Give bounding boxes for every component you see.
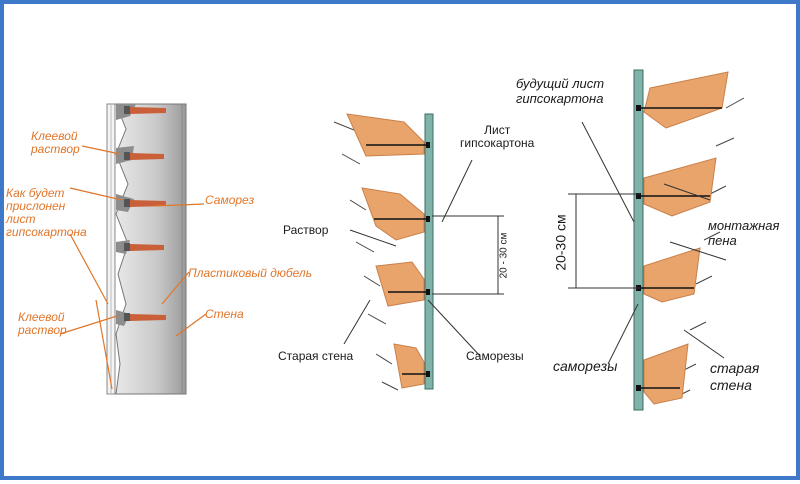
leader-lines-2 [343,159,481,357]
diagram-3-drawing [568,69,745,411]
foam-blob [643,71,729,129]
gypsum-board-3 [633,69,644,411]
label-sheet: Лист гипсокартона [460,123,535,150]
dowel-5 [124,313,166,321]
diagram-1-drawing [59,103,207,395]
label-mortar: Раствор [283,223,329,237]
label-old-wall-3: старая стена [710,360,760,393]
label-dowel: Пластиковый дюбель [188,266,313,280]
label-screws-3: саморезы [553,358,618,374]
label-glue-bottom: Клеевой раствор [18,310,67,337]
leader-lines-1 [59,145,207,390]
dowel-3 [124,199,166,207]
label-wall: Стена [205,307,244,321]
label-old-wall-2: Старая стена [278,349,354,363]
dowel-2 [124,152,164,160]
foam-blob [643,157,717,217]
leader-lines-3 [581,121,727,365]
mortar-blob [375,261,425,307]
mortar-blob [346,113,425,157]
foam-blob [643,343,689,405]
mortar-blob [393,343,425,389]
mortar-blob [361,187,425,241]
label-spacing-3: 20-30 см [552,214,569,271]
dowel-4 [124,243,164,251]
label-future-sheet: будущий лист гипсокартона [516,76,605,106]
label-screw: Саморез [205,193,255,207]
gypsum-board-2 [424,113,434,390]
label-press-sheet: Как будет прислонен лист гипсокартона [6,186,87,239]
label-screws-2: Саморезы [466,349,524,363]
foam-blob [643,247,701,303]
label-foam: монтажная пена [708,218,780,248]
diagram-2-drawing [333,113,504,391]
label-spacing-2: 20 - 30 см [498,232,510,279]
dowel-1 [124,106,166,114]
label-glue-top: Клеевой раствор [31,129,80,156]
diagrams-drawing [59,69,745,411]
